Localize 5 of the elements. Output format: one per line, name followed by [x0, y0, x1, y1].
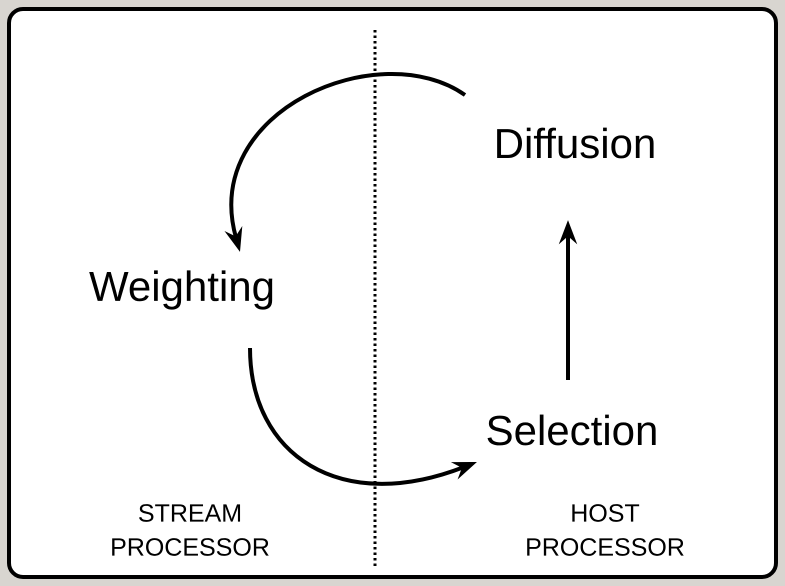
side-label: STREAM PROCESSOR	[112, 504, 269, 556]
stage-label: Selection	[488, 414, 656, 446]
stage-label: Diffusion	[497, 128, 654, 158]
side-label: HOST PROCESSOR	[527, 504, 684, 556]
stage-label: Weighting	[89, 270, 272, 310]
